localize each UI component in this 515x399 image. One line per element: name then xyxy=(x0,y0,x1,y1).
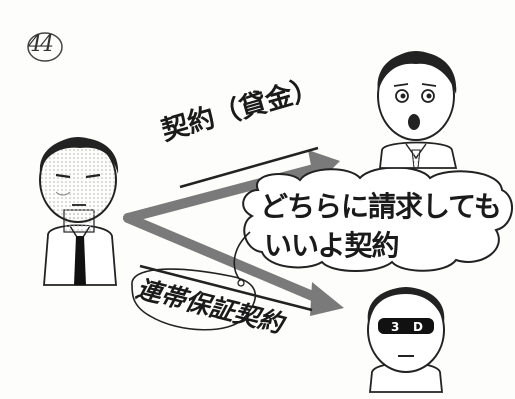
arrow-lower xyxy=(123,213,327,305)
guarantee-loop xyxy=(131,268,257,331)
contract-underline xyxy=(179,146,319,189)
speech-bubble-line-1: どちらに請求しても xyxy=(260,190,502,223)
page-number-circle xyxy=(27,32,63,62)
guarantee-overline xyxy=(139,264,313,312)
speech-bubble xyxy=(242,166,514,272)
speech-bubble-tail-dot xyxy=(237,279,245,287)
svg-text:D: D xyxy=(413,320,423,334)
creditor-figure xyxy=(39,137,119,286)
speech-bubble-line-2: いいよ契約 xyxy=(264,229,399,262)
svg-text:3: 3 xyxy=(391,320,399,334)
guarantor-figure: 3 D xyxy=(367,287,445,393)
page-number: 44 xyxy=(28,32,54,57)
arrow-lower-head xyxy=(310,282,344,316)
debtor-figure xyxy=(377,51,458,169)
